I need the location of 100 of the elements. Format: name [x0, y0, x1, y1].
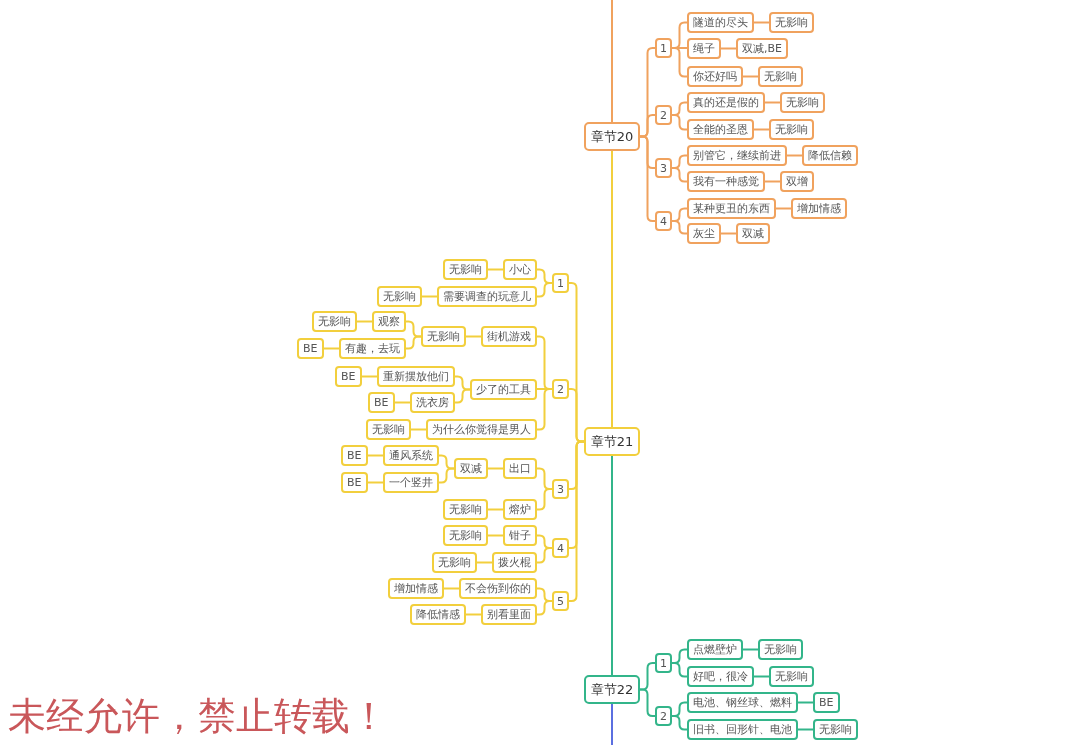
connector-line: [410, 428, 427, 431]
connector-line: [753, 675, 770, 678]
connector-line: [786, 154, 803, 157]
option-box: 不会伤到你的: [459, 577, 537, 599]
option-box: 隧道的尽头: [687, 11, 754, 33]
outcome-box: 无影响: [443, 258, 488, 280]
option-box: 双减: [454, 457, 488, 479]
chapter-box: 章节21: [584, 426, 640, 456]
connector-line: [487, 508, 504, 511]
connector-line: [438, 467, 455, 484]
outcome-box: 双减,BE: [736, 37, 788, 59]
connector-line: [323, 347, 340, 350]
option-box: 有趣，去玩: [339, 337, 406, 359]
number-box: 3: [552, 479, 569, 499]
outcome-box: 无影响: [377, 285, 422, 307]
option-box: 少了的工具: [470, 378, 537, 400]
option-box: 我有一种感觉: [687, 170, 765, 192]
number-box: 3: [655, 158, 672, 178]
option-box: 全能的圣恩: [687, 118, 754, 140]
outcome-box: BE: [335, 365, 362, 387]
option-box: 通风系统: [383, 444, 439, 466]
number-box: 1: [655, 653, 672, 673]
outcome-box: 无影响: [813, 718, 858, 740]
connector-line: [405, 320, 422, 338]
option-box: 电池、钢丝球、燃料: [687, 691, 798, 713]
outcome-box: 无影响: [780, 91, 825, 113]
outcome-box: 双增: [780, 170, 814, 192]
outcome-box: 双减: [736, 222, 770, 244]
option-box: 拨火棍: [492, 551, 537, 573]
option-box: 小心: [503, 258, 537, 280]
connector-line: [797, 728, 814, 731]
number-box: 2: [552, 379, 569, 399]
option-box: 某种更丑的东西: [687, 197, 776, 219]
option-box: 为什么你觉得是男人: [426, 418, 537, 440]
number-box: 4: [552, 538, 569, 558]
option-box: 一个竖井: [383, 471, 439, 493]
connector-line: [720, 232, 737, 235]
notice-text: 未经允许，禁止转载！: [8, 697, 388, 735]
connector-line: [764, 180, 781, 183]
connector-line: [611, 0, 613, 123]
outcome-box: 增加情感: [791, 197, 847, 219]
outcome-box: BE: [341, 444, 368, 466]
outcome-box: 无影响: [366, 418, 411, 440]
connector-line: [611, 455, 613, 676]
connector-line: [775, 207, 792, 210]
connector-line: [465, 335, 482, 338]
connector-line: [476, 561, 493, 564]
option-box: 重新摆放他们: [377, 365, 455, 387]
connector-line: [487, 534, 504, 537]
connector-line: [405, 335, 422, 350]
outcome-box: 降低信赖: [802, 144, 858, 166]
connector-line: [568, 440, 585, 602]
connector-line: [487, 268, 504, 271]
outcome-box: 无影响: [758, 65, 803, 87]
connector-line: [797, 701, 814, 704]
number-box: 2: [655, 105, 672, 125]
number-box: 4: [655, 211, 672, 231]
outcome-box: BE: [297, 337, 324, 359]
connector-line: [611, 703, 613, 745]
connector-line: [454, 375, 471, 391]
connector-line: [611, 150, 613, 428]
connector-line: [639, 688, 656, 717]
connector-line: [443, 587, 460, 590]
chapter-box: 章节20: [584, 121, 640, 151]
outcome-box: 无影响: [443, 524, 488, 546]
connector-line: [367, 481, 384, 484]
connector-line: [356, 320, 373, 323]
option-box: 好吧，很冷: [687, 665, 754, 687]
connector-line: [394, 401, 411, 404]
option-box: 熔炉: [503, 498, 537, 520]
outcome-box: BE: [368, 391, 395, 413]
connector-line: [720, 47, 737, 50]
option-box: 街机游戏: [481, 325, 537, 347]
chapter-box: 章节22: [584, 674, 640, 704]
option-box: 洗衣房: [410, 391, 455, 413]
outcome-box: 无影响: [443, 498, 488, 520]
outcome-box: 无影响: [769, 11, 814, 33]
connector-line: [361, 375, 378, 378]
connector-line: [421, 295, 438, 298]
option-box: 需要调查的玩意儿: [437, 285, 537, 307]
option-box: 观察: [372, 310, 406, 332]
connector-line: [639, 135, 656, 222]
option-box: 灰尘: [687, 222, 721, 244]
number-box: 5: [552, 591, 569, 611]
connector-line: [454, 388, 471, 404]
option-box: 别管它，继续前进: [687, 144, 787, 166]
outcome-box: 无影响: [432, 551, 477, 573]
option-box: 真的还是假的: [687, 91, 765, 113]
outcome-box: 无影响: [312, 310, 357, 332]
option-box: 无影响: [421, 325, 466, 347]
outcome-box: 增加情感: [388, 577, 444, 599]
number-box: 2: [655, 706, 672, 726]
connector-line: [465, 613, 482, 616]
connector-line: [367, 454, 384, 457]
connector-line: [753, 21, 770, 24]
option-box: 点燃壁炉: [687, 638, 743, 660]
connector-line: [764, 101, 781, 104]
outcome-box: 无影响: [769, 665, 814, 687]
connector-line: [742, 75, 759, 78]
outcome-box: 无影响: [769, 118, 814, 140]
